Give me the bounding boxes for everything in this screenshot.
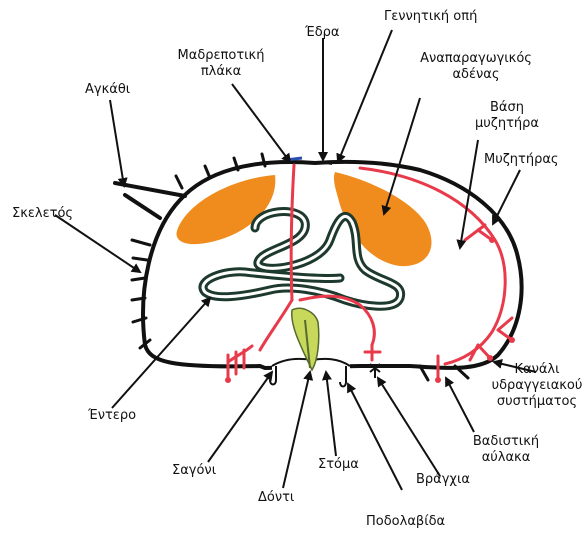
leader-myzitiras [493,170,520,224]
label-kanali-line1: Κανάλι [490,362,584,378]
label-entero: Έντερο [88,408,136,424]
label-vadistiki: Βαδιστική αύλακα [458,434,554,466]
label-vasi: Βάση μυζητήρα [462,100,552,132]
label-anaparagogikos-line1: Αναπαραγωγικός [417,51,535,67]
label-podolavida: Ποδολαβίδα [366,514,445,530]
label-anaparagogikos: Αναπαραγωγικός αδένας [417,51,535,83]
leader-donti [283,372,310,488]
label-anaparagogikos-line2: αδένας [417,67,535,83]
leader-stoma [326,372,336,456]
label-madreporiki-line1: Μαδρεποτική [166,48,276,64]
label-kanali-line3: συστήματος [490,394,584,410]
label-donti: Δόντι [258,490,294,506]
label-madreporiki-line2: πλάκα [166,64,276,80]
leader-gennitiki [338,30,392,162]
leader-agkathi [110,100,124,186]
label-madreporiki: Μαδρεποτική πλάκα [166,48,276,80]
label-edra: Έδρα [305,25,339,41]
leader-podolavida [348,384,402,490]
label-vasi-line2: μυζητήρα [462,116,552,132]
label-vasi-line1: Βάση [462,100,552,116]
leader-vadistiki [446,378,474,432]
label-myzitiras: Μυζητήρας [484,152,559,168]
leader-sagoni [208,372,272,462]
label-vadistiki-line1: Βαδιστική [458,434,554,450]
gonad-left [177,175,276,244]
leader-skeletos [55,215,140,272]
label-kanali: Κανάλι υδραγγειακού συστήματος [490,362,584,410]
leader-madreporiki [232,84,290,162]
label-skeletos: Σκελετός [12,206,73,222]
label-kanali-line2: υδραγγειακού [490,378,584,394]
gill-tuft [370,364,380,378]
leader-anaparagogikos [384,98,420,214]
body-outline [143,162,522,368]
label-gennitiki-opi: Γεννητική οπή [384,9,477,25]
label-vadistiki-line2: αύλακα [458,450,554,466]
label-agkathi: Αγκάθι [85,82,130,98]
leader-entero [112,298,210,408]
label-vragxia: Βράγχια [416,472,470,488]
label-sagoni: Σαγόνι [172,463,216,479]
label-stoma: Στόμα [318,457,359,473]
